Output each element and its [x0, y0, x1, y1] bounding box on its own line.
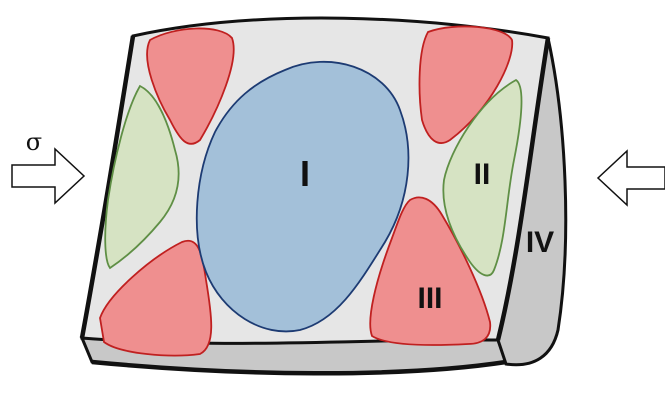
stress-sigma-label: σ — [26, 128, 42, 156]
label-region-II: II — [474, 158, 491, 191]
arrow-right-stress — [12, 149, 84, 203]
label-region-IV: IV — [526, 226, 554, 259]
label-region-I: I — [300, 153, 310, 194]
label-region-III: III — [417, 282, 442, 315]
arrow-left-stress — [598, 151, 665, 205]
